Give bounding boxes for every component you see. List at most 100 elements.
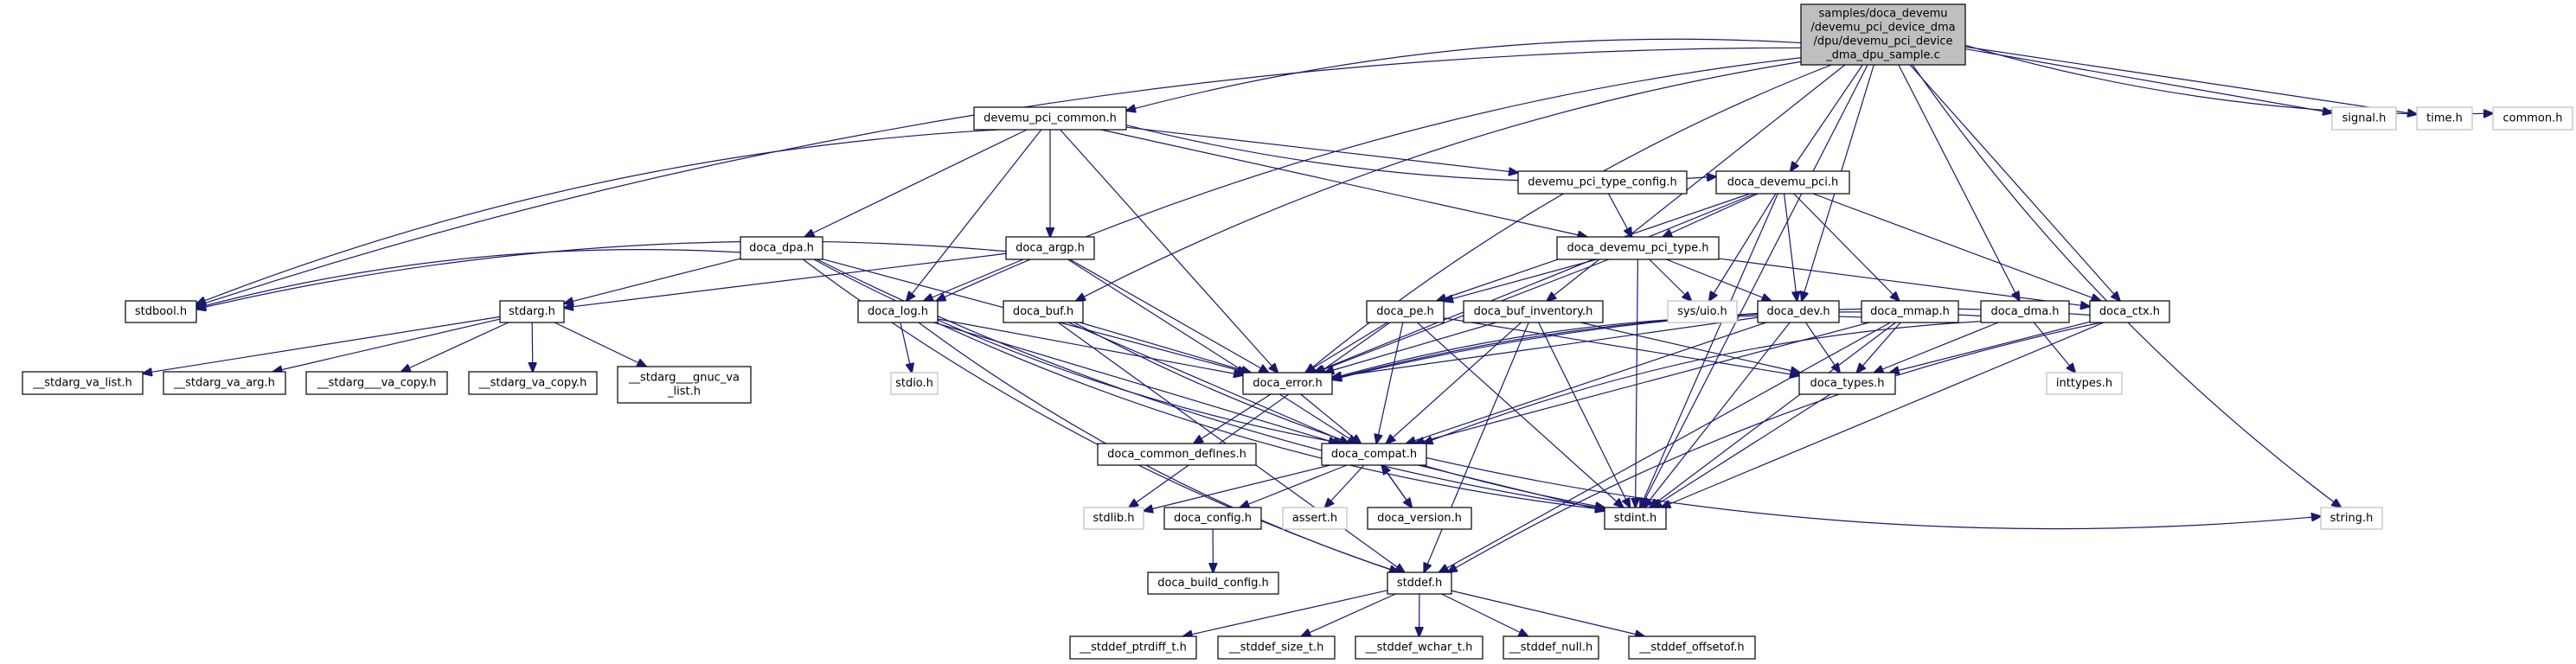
node-box (973, 106, 1127, 131)
node-label: doca_version.h (1377, 512, 1462, 525)
node-box (499, 300, 565, 323)
edge-doca_pe-to-doca_types (1443, 317, 1799, 376)
node-label: devemu_pci_common.h (984, 112, 1117, 125)
node-box (1003, 300, 1084, 323)
node-label: stdio.h (895, 377, 933, 390)
node-box (1517, 170, 1688, 195)
node-doca-version[interactable]: doca_version.h (1367, 507, 1472, 530)
node-devemu-pci-type-config[interactable]: devemu_pci_type_config.h (1517, 170, 1688, 195)
node-box (163, 371, 286, 395)
edge-stddef-to-stddef_ptrdiff_t (1183, 590, 1388, 636)
edge-doca_pe-to-stdlib (1129, 322, 1391, 508)
edge-doca_mmap-to-stdint (1650, 322, 1896, 508)
node-doca-buf-inventory[interactable]: doca_buf_inventory.h (1463, 300, 1604, 323)
node-label: stdarg.h (509, 305, 555, 318)
node-devemu-pci-common[interactable]: devemu_pci_common.h (973, 106, 1127, 131)
node-box (890, 372, 939, 395)
node-label: inttypes.h (2056, 377, 2112, 390)
edge-doca_log-to-doca_compat (933, 322, 1338, 444)
node-label: stddef.h (1397, 577, 1442, 590)
node-doca-types[interactable]: doca_types.h (1798, 372, 1896, 395)
node-box (1355, 635, 1483, 660)
node-doca-devemu-pci-type[interactable]: doca_devemu_pci_type.h (1556, 236, 1720, 260)
node-stddef-offsetof[interactable]: __stddef_offsetof.h (1628, 635, 1756, 660)
node-stdarg-va-arg[interactable]: __stdarg_va_arg.h (163, 371, 286, 395)
node-doca-compat[interactable]: doca_compat.h (1321, 443, 1427, 466)
edge-devemu_pci_common-to-devemu_pci_type_config (1125, 126, 1518, 173)
node-label: string.h (2330, 512, 2374, 525)
edge-root-to-devemu_pci_common (1126, 38, 1802, 111)
node-doca-error[interactable]: doca_error.h (1242, 372, 1333, 395)
node-stdint[interactable]: stdint.h (1604, 507, 1667, 530)
node-stdio[interactable]: stdio.h (890, 372, 939, 395)
node-common[interactable]: common.h (2492, 106, 2573, 131)
node-stdarg[interactable]: stdarg.h (499, 300, 565, 323)
node-box (1463, 300, 1604, 323)
node-stdlib[interactable]: stdlib.h (1083, 507, 1144, 530)
edge-doca_devemu_pci-to-doca_error (1314, 193, 1756, 373)
edges-layer (143, 38, 2493, 636)
node-box (22, 371, 144, 395)
node-label: doca_devemu_pci.h (1727, 176, 1839, 189)
node-doca-common-defines[interactable]: doca_common_defines.h (1097, 443, 1257, 466)
edge-doca_argp-to-stdbool (196, 240, 1007, 309)
node-stdarg-va-list[interactable]: __stdarg_va_list.h (22, 371, 144, 395)
node-assert[interactable]: assert.h (1282, 507, 1348, 530)
node-stddef-wchar-t[interactable]: __stddef_wchar_t.h (1355, 635, 1483, 660)
node-label: time.h (2426, 112, 2463, 125)
edge-doca_buf_inventory-to-doca_compat (1386, 322, 1522, 444)
edge-doca_devemu_pci_type-to-doca_ctx (1718, 258, 2090, 306)
edge-doca_dev-to-doca_types (1805, 322, 1840, 373)
node-doca-pe[interactable]: doca_pe.h (1366, 300, 1445, 323)
node-stddef-size-t[interactable]: __stddef_size_t.h (1217, 635, 1336, 660)
node-doca-mmap[interactable]: doca_mmap.h (1861, 300, 1959, 323)
node-label: doca_buf_inventory.h (1474, 305, 1593, 318)
edge-devemu_pci_common-to-doca_error (1060, 129, 1278, 373)
node-stdarg-va-copy[interactable]: __stdarg_va_copy.h (468, 371, 598, 395)
node-sys-uio[interactable]: sys/uio.h (1667, 300, 1738, 323)
node-box (1604, 507, 1667, 530)
node-label: doca_compat.h (1331, 448, 1417, 461)
node-label: _list.h (667, 386, 701, 399)
node-doca-build-config[interactable]: doca_build_config.h (1147, 571, 1279, 595)
node-doca-buf[interactable]: doca_buf.h (1003, 300, 1084, 323)
node-stdarg---va-copy[interactable]: __stdarg___va_copy.h (305, 371, 448, 395)
node-stddef[interactable]: stddef.h (1387, 571, 1452, 595)
edge-doca_ctx-to-doca_types (1890, 321, 2091, 373)
node-doca-config[interactable]: doca_config.h (1163, 507, 1262, 530)
edge-root-to-doca_dma (1898, 64, 2020, 301)
node-string[interactable]: string.h (2320, 507, 2383, 530)
node-doca-dev[interactable]: doca_dev.h (1757, 300, 1840, 323)
node-box (1242, 372, 1333, 395)
node-doca-dma[interactable]: doca_dma.h (1980, 300, 2070, 323)
edge-doca_dpa-to-stdarg (564, 258, 741, 303)
edge-doca_buf_inventory-to-stddef (1424, 322, 1529, 572)
edge-doca_dpa-to-doca_compat (813, 259, 1343, 444)
node-doca-devemu-pci[interactable]: doca_devemu_pci.h (1715, 170, 1850, 195)
edge-doca_log-to-stdint (936, 322, 1605, 510)
node-inttypes[interactable]: inttypes.h (2046, 372, 2123, 395)
node-box (1861, 300, 1959, 323)
node-root[interactable]: samples/doca_devemu/devemu_pci_device_dm… (1800, 3, 1966, 66)
node-label: doca_build_config.h (1157, 577, 1268, 590)
node-signal[interactable]: signal.h (2331, 106, 2397, 131)
node-doca-log[interactable]: doca_log.h (857, 300, 939, 323)
node-stddef-null[interactable]: __stddef_null.h (1503, 635, 1599, 660)
node-label: doca_log.h (868, 305, 928, 318)
node-time[interactable]: time.h (2416, 106, 2473, 131)
edge-root-to-stdint (1641, 64, 1868, 508)
node-box (1715, 170, 1850, 195)
edge-devemu_pci_common-to-doca_log (907, 129, 1042, 301)
node-stddef-ptrdiff-t[interactable]: __stddef_ptrdiff_t.h (1069, 635, 1197, 660)
node-stdbool[interactable]: stdbool.h (125, 300, 197, 323)
node-doca-ctx[interactable]: doca_ctx.h (2089, 300, 2170, 323)
node-doca-dpa[interactable]: doca_dpa.h (740, 236, 823, 260)
node-label: __stdarg_va_copy.h (478, 377, 587, 390)
node-doca-argp[interactable]: doca_argp.h (1005, 236, 1095, 260)
node-label: _dma_dpu_sample.c (1825, 49, 1940, 62)
edge-doca_ctx-to-stddef (1448, 322, 2102, 572)
node-label: doca_dev.h (1766, 305, 1829, 318)
edge-doca_types-to-stdint (1652, 393, 1831, 508)
node-label: __stddef_null.h (1509, 642, 1593, 654)
node-stdarg-gnuc-va-list[interactable]: __stdarg___gnuc_va_list.h (617, 366, 752, 404)
